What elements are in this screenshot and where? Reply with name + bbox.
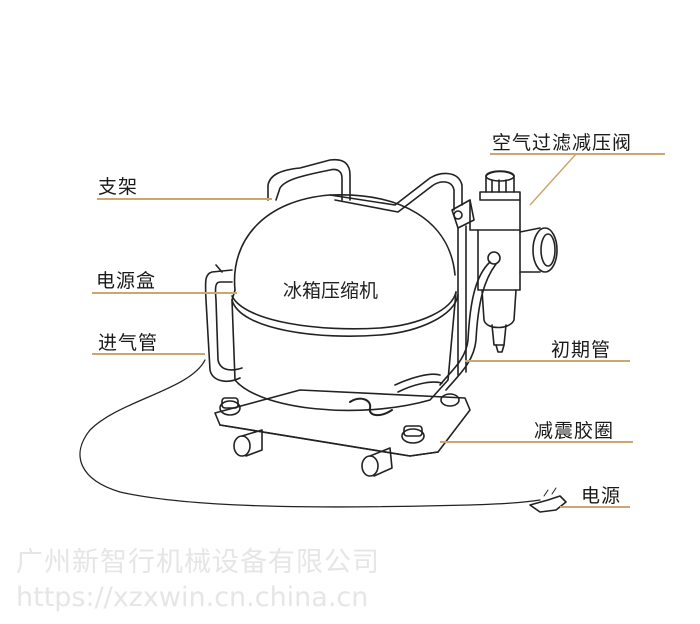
leader-power-box <box>92 292 237 294</box>
label-intake-pipe: 进气管 <box>98 332 159 354</box>
leader-initial-pipe <box>465 360 630 362</box>
watermark-url: https://xzxwin.cn.china.cn <box>16 582 369 613</box>
label-power: 电源 <box>581 485 622 507</box>
label-air-filter-regulator: 空气过滤减压阀 <box>492 132 633 154</box>
leader-power <box>560 506 630 508</box>
label-power-box: 电源盒 <box>96 270 157 292</box>
label-initial-pipe: 初期管 <box>551 339 612 361</box>
leader-intake-pipe <box>92 353 205 355</box>
leader-air-filter-regulator <box>490 153 665 155</box>
label-shock-rubber: 减震胶圈 <box>534 420 615 442</box>
leader-shock-rubber <box>440 441 633 443</box>
leader-bracket <box>97 198 272 200</box>
compressor-title: 冰箱压缩机 <box>283 280 379 302</box>
label-bracket: 支架 <box>98 176 139 198</box>
watermark-company: 广州新智行机械设备有限公司 <box>16 547 380 578</box>
